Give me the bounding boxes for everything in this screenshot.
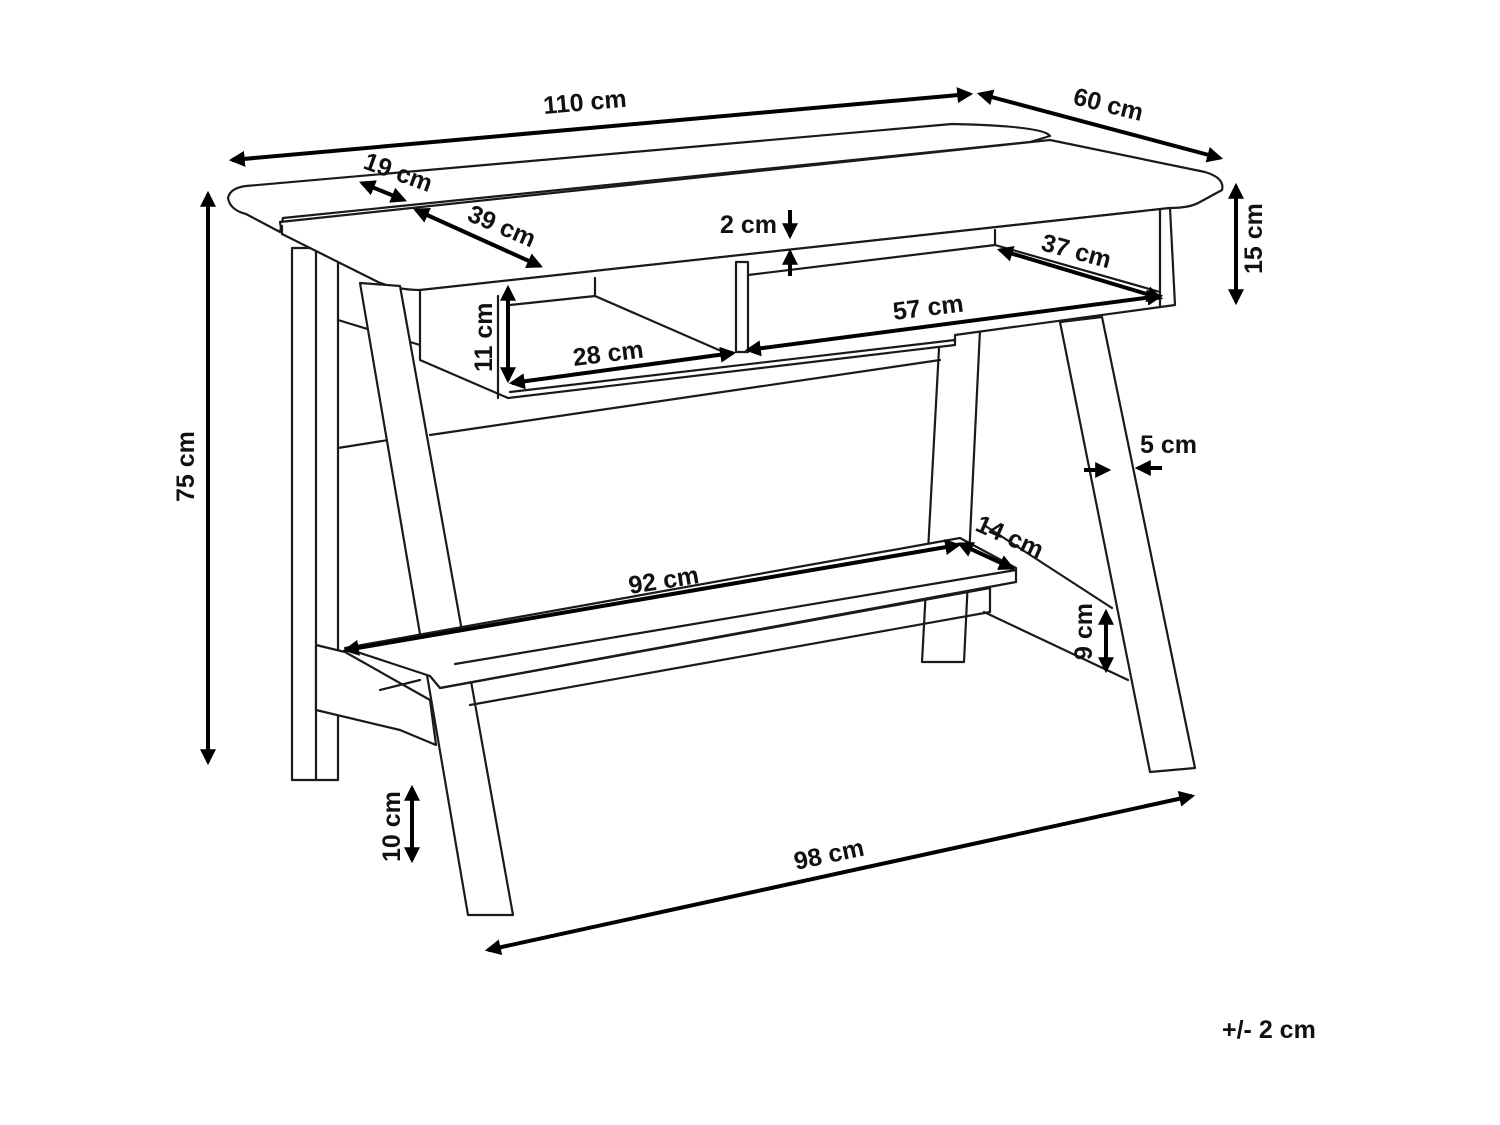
label-11: 11 cm <box>470 302 498 372</box>
label-10: 10 cm <box>378 791 406 862</box>
front-right-leg <box>1058 315 1197 774</box>
back-right-leg <box>920 328 982 664</box>
dimension-lines <box>200 87 1244 956</box>
dim-line-19 <box>359 180 407 203</box>
label-75: 75 cm <box>172 431 200 502</box>
dimension-labels: 110 cm 60 cm 19 cm 39 cm 2 cm 37 cm 15 c… <box>172 83 1268 876</box>
label-5: 5 cm <box>1140 431 1197 459</box>
label-2: 2 cm <box>720 211 777 239</box>
label-110: 110 cm <box>542 85 628 120</box>
dim-line-28 <box>508 346 737 390</box>
dim-line-39 <box>413 207 543 269</box>
dim-line-98 <box>484 790 1196 956</box>
dim-line-14 <box>957 542 1015 570</box>
dim-line-60 <box>976 89 1224 163</box>
label-9: 9 cm <box>1070 603 1098 660</box>
tolerance-note: +/- 2 cm <box>1222 1016 1316 1044</box>
dim-line-110 <box>228 87 974 167</box>
label-15: 15 cm <box>1240 203 1268 274</box>
dim-line-92 <box>342 539 962 656</box>
dim-line-57 <box>744 289 1164 357</box>
